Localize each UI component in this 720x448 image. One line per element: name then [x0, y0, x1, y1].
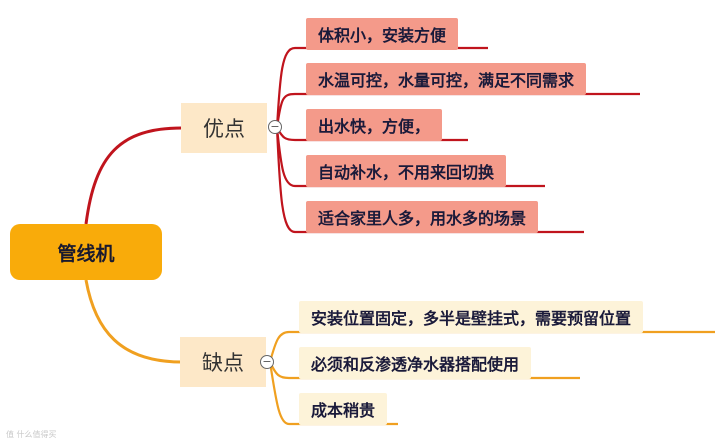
con-item-2[interactable]: 必须和反渗透净水器搭配使用	[299, 347, 532, 379]
link-pro-5	[275, 127, 584, 234]
link-con-3	[268, 361, 398, 426]
con-item-3[interactable]: 成本稍贵	[299, 393, 388, 425]
pro-item-3[interactable]: 出水快，方便，	[306, 109, 443, 141]
root-label: 管线机	[57, 242, 115, 265]
watermark: 值 什么值得买	[6, 430, 57, 439]
pro-item-1[interactable]: 体积小，安装方便	[306, 18, 459, 50]
branch-pros-label: 优点	[203, 117, 245, 141]
con-item-1[interactable]: 安装位置固定，多半是壁挂式，需要预留位置	[299, 301, 644, 333]
branch-pros[interactable]: 优点	[181, 103, 267, 153]
link-pro-2	[275, 92, 640, 129]
link-pro-1	[275, 46, 488, 129]
link-root-cons	[84, 279, 183, 364]
collapse-pros-icon[interactable]: −	[268, 120, 282, 134]
pro-item-5[interactable]: 适合家里人多，用水多的场景	[306, 201, 539, 233]
collapse-cons-icon[interactable]: −	[260, 355, 274, 369]
root-node[interactable]: 管线机	[10, 224, 162, 280]
pro-item-4[interactable]: 自动补水，不用来回切换	[306, 155, 507, 187]
link-root-pros	[84, 126, 183, 225]
branch-cons[interactable]: 缺点	[180, 337, 266, 387]
link-con-1	[268, 330, 715, 363]
pro-item-2[interactable]: 水温可控，水量可控，满足不同需求	[306, 63, 587, 95]
branch-cons-label: 缺点	[202, 351, 244, 375]
